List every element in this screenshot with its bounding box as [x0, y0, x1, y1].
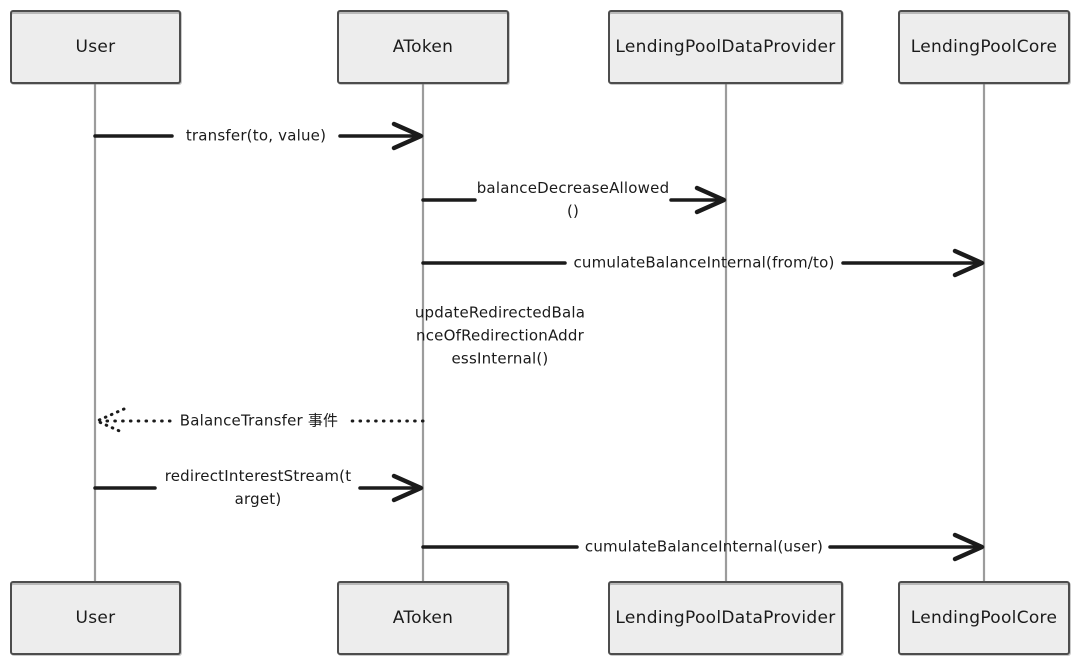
participant-label: LendingPoolCore	[910, 608, 1058, 628]
participant-label: AToken	[392, 37, 454, 57]
participant-label: User	[75, 37, 116, 57]
participant-box-bottom-atoken: AToken	[337, 581, 509, 655]
participant-box-bottom-user: User	[10, 581, 181, 655]
participant-box-bottom-lendingpoolcore: LendingPoolCore	[898, 581, 1070, 655]
message-arrowhead-balance-decrease-allowed	[694, 185, 727, 215]
participant-box-top-lendingpoolcore: LendingPoolCore	[898, 10, 1070, 84]
participant-label: AToken	[392, 608, 454, 628]
participant-label: LendingPoolDataProvider	[615, 37, 836, 57]
message-arrowhead-transfer	[391, 121, 424, 151]
message-arrowhead-cumulate-balance-user	[952, 532, 985, 562]
message-arrowhead-cumulate-balance-from-to	[952, 248, 985, 278]
participant-box-top-lendingpooldataprovider: LendingPoolDataProvider	[608, 10, 843, 84]
participant-box-top-atoken: AToken	[337, 10, 509, 84]
participant-label: LendingPoolDataProvider	[615, 608, 836, 628]
message-arrowhead-redirect-interest-stream	[391, 473, 424, 503]
participant-box-top-user: User	[10, 10, 181, 84]
message-arrowhead-balance-transfer-event	[95, 407, 126, 435]
participant-label: LendingPoolCore	[910, 37, 1058, 57]
participant-label: User	[75, 608, 116, 628]
participant-box-bottom-lendingpooldataprovider: LendingPoolDataProvider	[608, 581, 843, 655]
